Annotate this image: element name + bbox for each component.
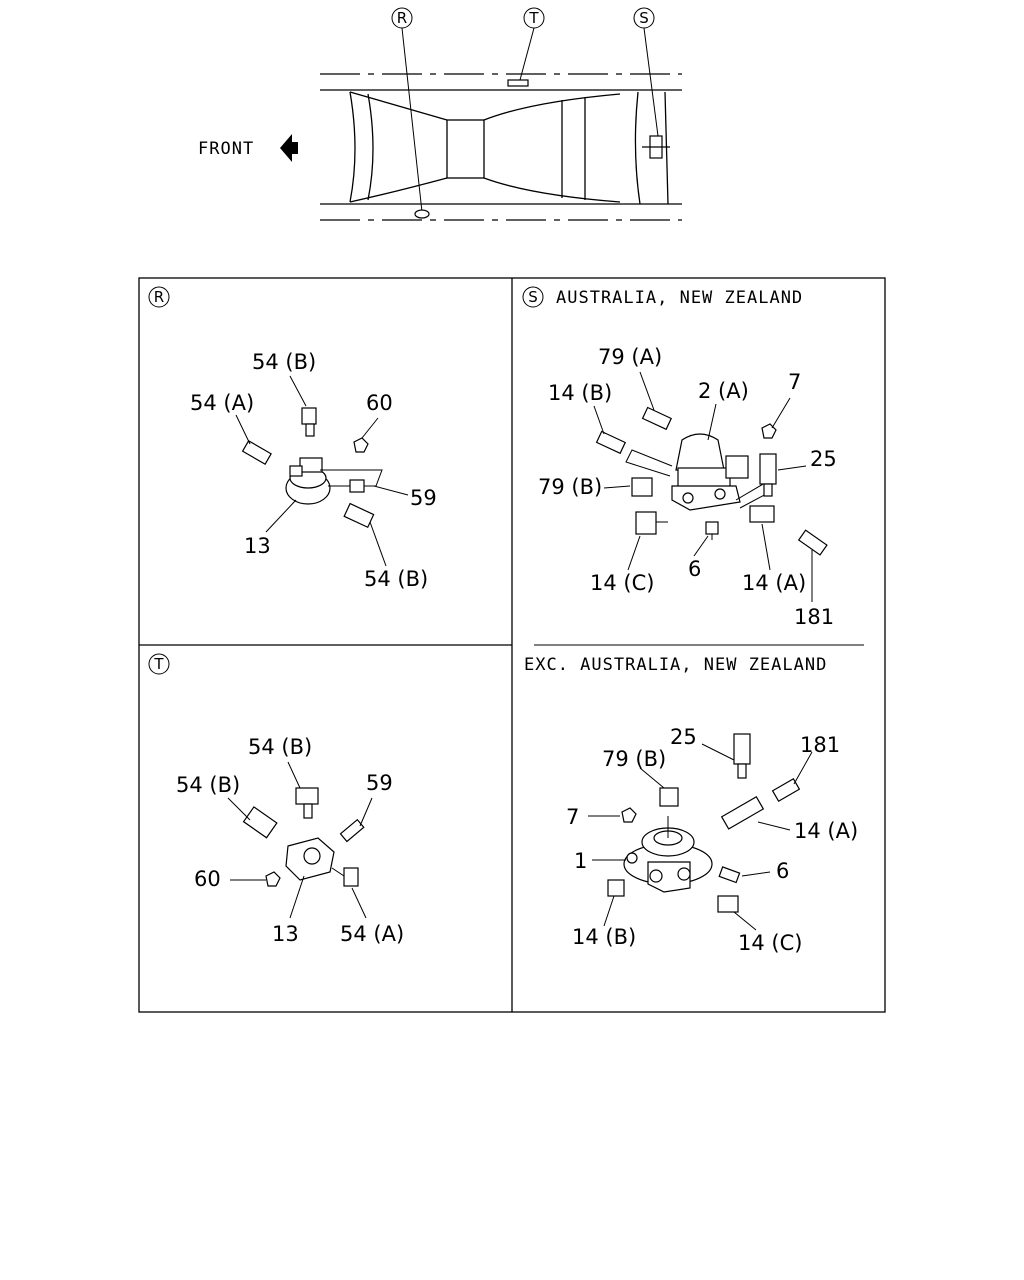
panel-t-label-0: 54 (B) <box>248 735 312 759</box>
panel-exc-label-7: 14 (B) <box>572 925 636 949</box>
panel-s-label-3: 7 <box>788 370 801 394</box>
panel-r-marker: R <box>154 288 164 306</box>
panel-r-label-1: 54 (A) <box>190 391 254 415</box>
panel-s-label-7: 6 <box>688 557 701 581</box>
panel-s-label-8: 14 (A) <box>742 571 806 595</box>
detail-grid <box>138 277 886 1013</box>
panel-exc-heading: EXC. AUSTRALIA, NEW ZEALAND <box>524 655 827 675</box>
panel-exc-label-2: 79 (B) <box>602 747 666 771</box>
panel-t: T 54 (B) 54 (B) 59 60 13 54 (A) <box>148 653 404 946</box>
panel-s-label-2: 2 (A) <box>698 379 749 403</box>
panel-t-label-1: 54 (B) <box>176 773 240 797</box>
panel-s-label-0: 79 (A) <box>598 345 662 369</box>
panel-s-label-4: 25 <box>810 447 837 471</box>
panel-r-label-3: 59 <box>410 486 437 510</box>
panel-r-label-2: 60 <box>366 391 393 415</box>
panel-t-label-5: 54 (A) <box>340 922 404 946</box>
marker-s-callout: S <box>633 7 670 159</box>
panel-r-label-0: 54 (B) <box>252 350 316 374</box>
front-arrow-icon <box>280 134 298 162</box>
panel-s-label-1: 14 (B) <box>548 381 612 405</box>
panel-s-marker: S <box>528 288 538 306</box>
panel-exc-label-3: 7 <box>566 805 579 829</box>
marker-s-letter: S <box>639 9 649 27</box>
panel-t-label-2: 59 <box>366 771 393 795</box>
panel-exc-label-8: 14 (C) <box>738 931 802 955</box>
panel-exc-label-6: 6 <box>776 859 789 883</box>
panel-exc-label-1: 181 <box>800 733 840 757</box>
panel-exc-label-4: 14 (A) <box>794 819 858 843</box>
panel-t-label-4: 13 <box>272 922 299 946</box>
panel-s-heading: AUSTRALIA, NEW ZEALAND <box>556 288 803 308</box>
panel-r-label-5: 54 (B) <box>364 567 428 591</box>
marker-r-callout: R <box>391 7 430 219</box>
panel-exc-label-0: 25 <box>670 725 697 749</box>
panel-r: R 54 (B) 54 (A) 60 59 13 54 (B) <box>148 286 437 591</box>
panel-s-label-6: 14 (C) <box>590 571 654 595</box>
panel-s: S AUSTRALIA, NEW ZEALAND <box>522 286 837 629</box>
panel-exc: EXC. AUSTRALIA, NEW ZEALAND 25 181 79 (B… <box>524 655 858 955</box>
marker-r-letter: R <box>397 9 407 27</box>
panel-exc-label-5: 1 <box>574 849 587 873</box>
frame-overview <box>320 73 682 221</box>
panel-t-marker: T <box>153 655 164 673</box>
panel-s-label-5: 79 (B) <box>538 475 602 499</box>
marker-t-callout: T <box>507 7 545 87</box>
panel-r-label-4: 13 <box>244 534 271 558</box>
panel-s-label-9: 181 <box>794 605 834 629</box>
panel-t-label-3: 60 <box>194 867 221 891</box>
front-label: FRONT <box>198 139 254 159</box>
marker-t-letter: T <box>528 9 539 27</box>
